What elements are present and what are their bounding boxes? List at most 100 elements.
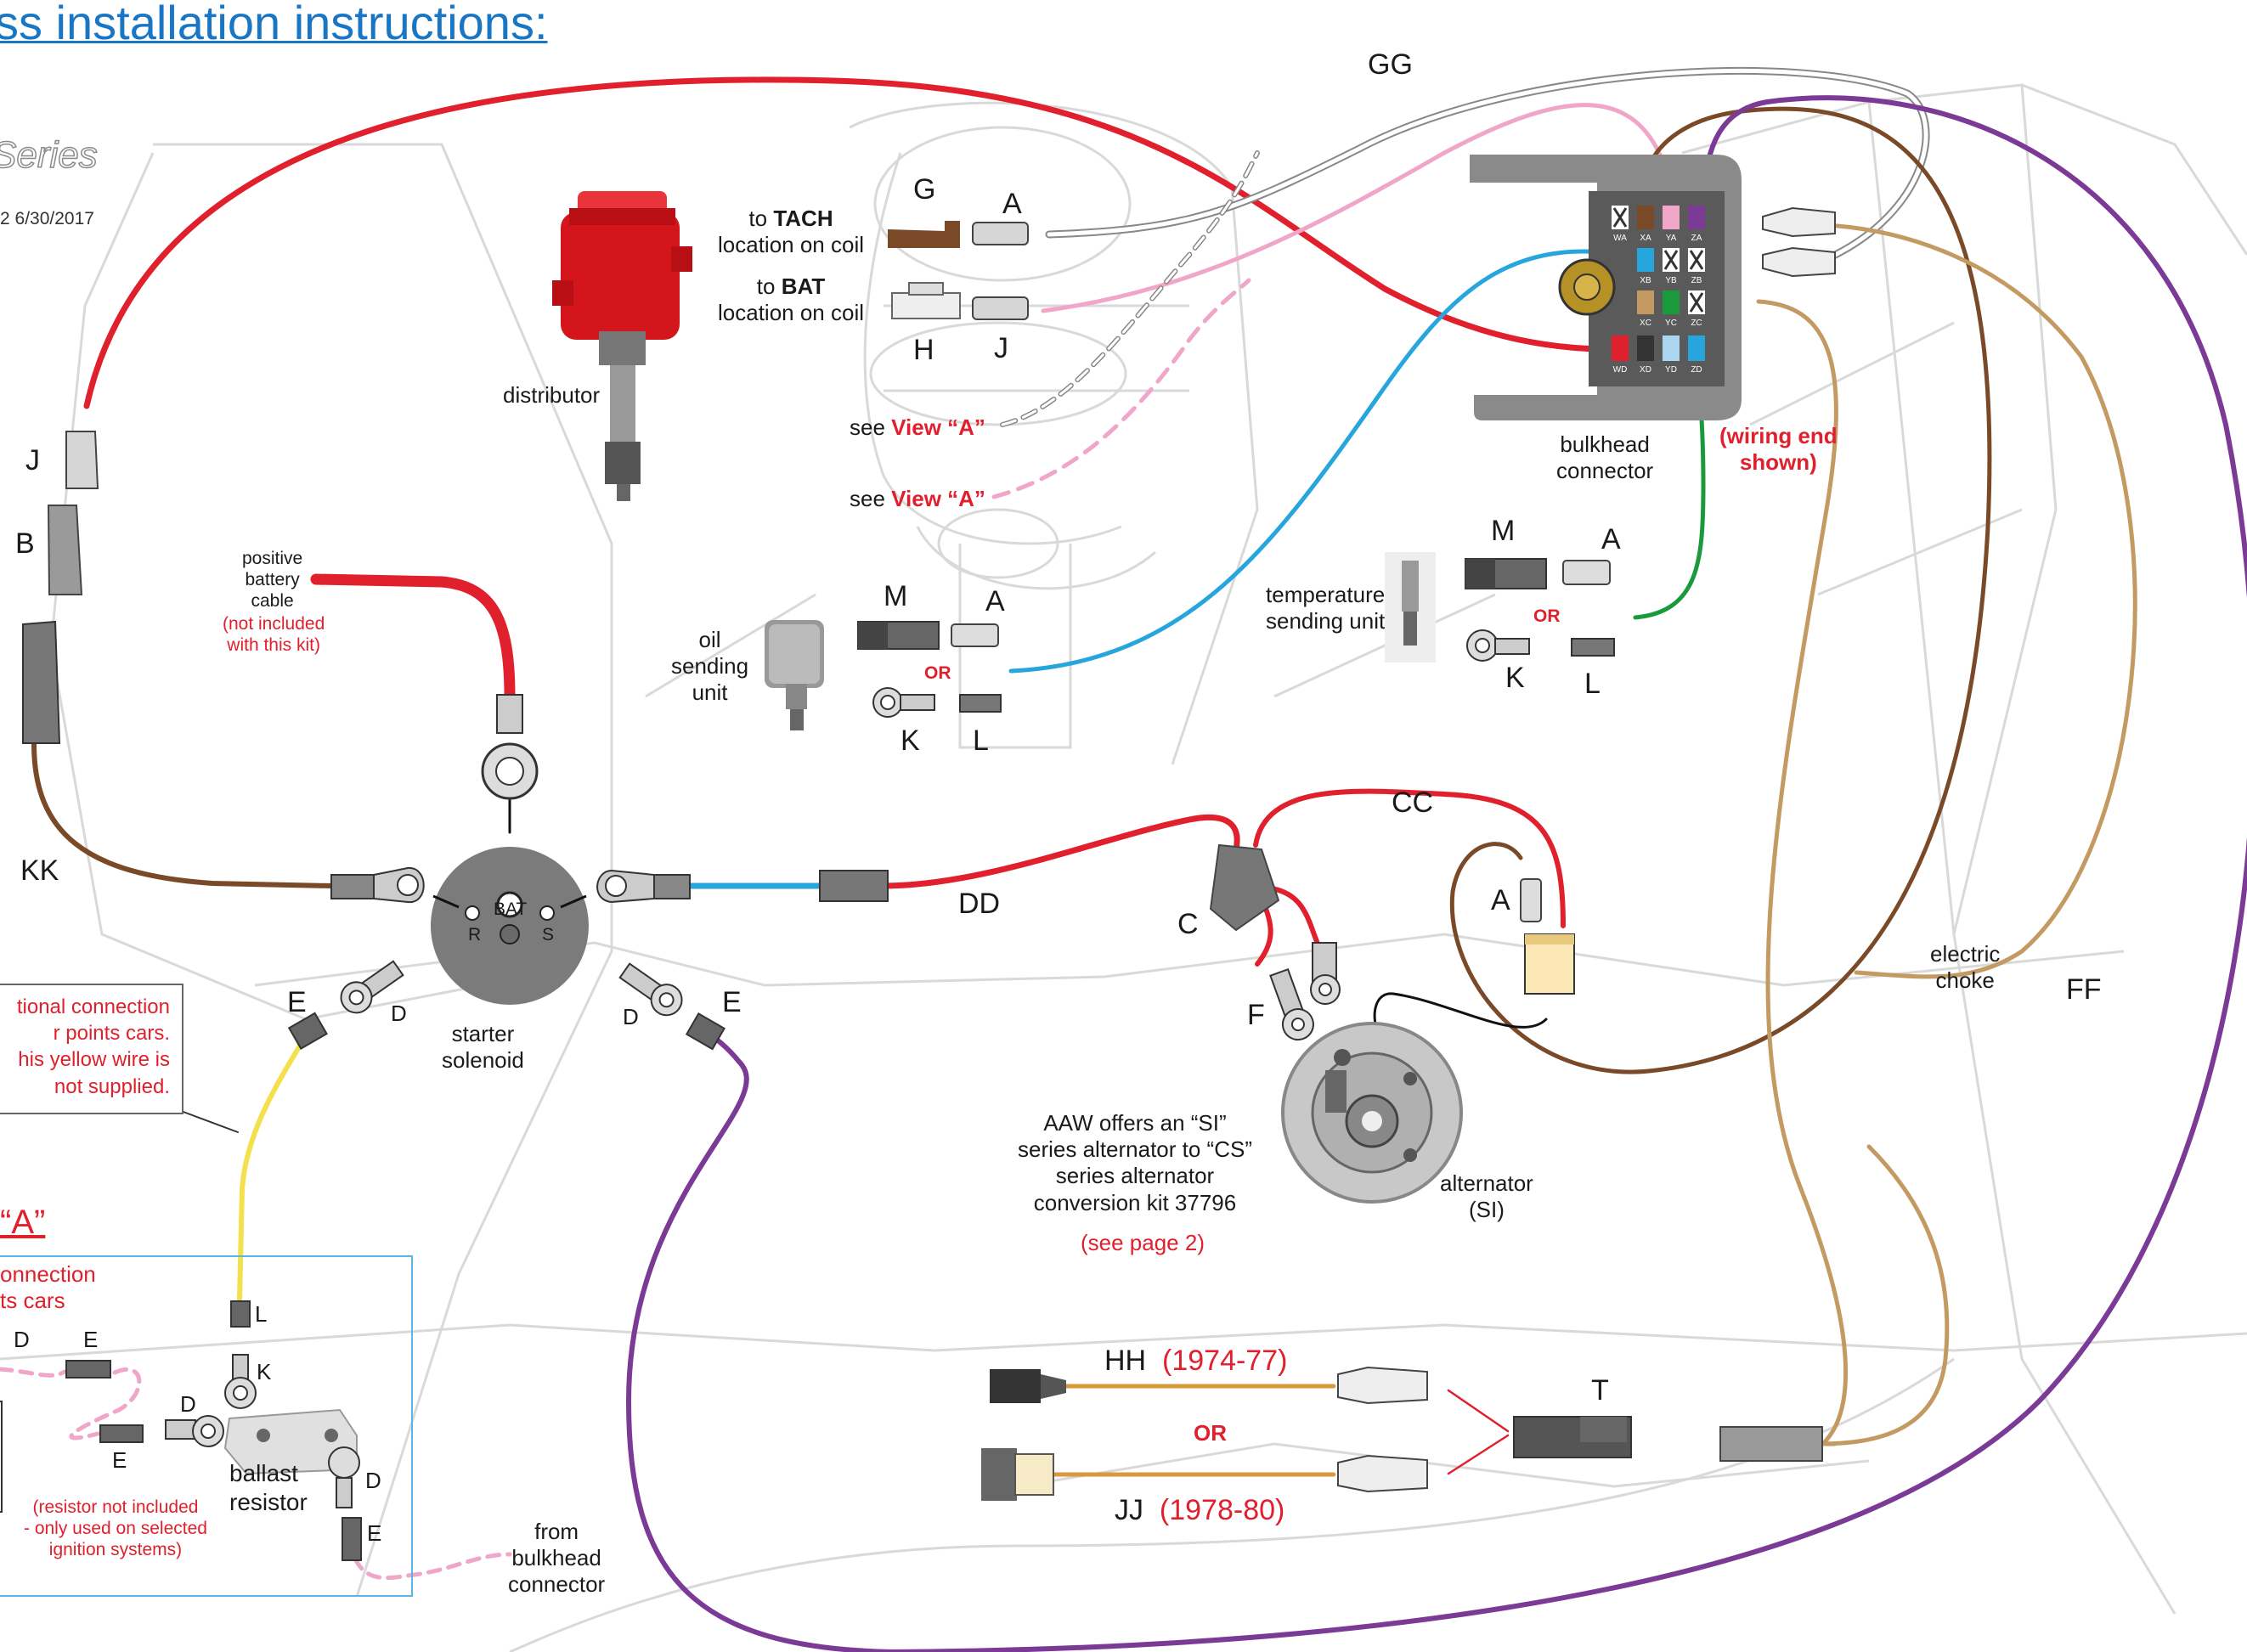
wire-red-cc (1253, 788, 1566, 928)
distributor-art (552, 191, 692, 501)
view-a-dashed-3 (353, 1552, 512, 1581)
harness-art (981, 1366, 1823, 1501)
or-temp: OR (1533, 606, 1561, 626)
bulkhead-art (1470, 155, 1742, 420)
series-title: Series (0, 133, 98, 177)
wire-red-j-bulkhead (83, 76, 1622, 409)
view-a-box (0, 1255, 413, 1597)
label-e-right: E (722, 986, 742, 1018)
bat-post: location on coil (718, 300, 864, 326)
alt-pointer-line (1373, 992, 1548, 1029)
wire-dashed-pink (991, 278, 1251, 499)
label-ff: FF (2066, 973, 2102, 1006)
see-view-a-2[interactable]: see View “A” (850, 486, 985, 512)
bulkhead-pin-yd: YD (1665, 365, 1677, 375)
see-view-a-1[interactable]: see View “A” (850, 414, 985, 441)
label-dd: DD (958, 888, 1001, 920)
doc-date: 2 6/30/2017 (0, 209, 94, 228)
solenoid-r: R (468, 925, 482, 944)
view-a-l: L (255, 1301, 268, 1327)
wire-battery-cable (310, 573, 516, 702)
wire-red-dd (880, 814, 1240, 889)
see-view-prefix: see (850, 486, 892, 511)
wire-tan-t2 (1815, 1144, 1950, 1446)
wire-gray-gg-b (1047, 69, 1928, 262)
or-harness: OR (1194, 1420, 1227, 1446)
or-oil: OR (924, 663, 951, 683)
bulkhead-pin-yc: YC (1665, 319, 1677, 328)
bulkhead-pin-za: ZA (1691, 234, 1702, 243)
tach-bold: TACH (773, 206, 833, 231)
label-j-left: J (25, 444, 40, 476)
view-a-art (0, 1300, 362, 1561)
bulkhead-pin-zd: ZD (1691, 365, 1702, 375)
label-g: G (913, 173, 936, 206)
aaw-page-link[interactable]: (see page 2) (1081, 1230, 1205, 1255)
label-m-oil: M (884, 580, 908, 612)
wire-tan-t (1756, 299, 1849, 1446)
wire-brown-kk (31, 741, 334, 888)
bulkhead-pin-wd: WD (1613, 365, 1628, 375)
coil-terminals (888, 221, 1029, 320)
hh-name: HH (1104, 1345, 1147, 1377)
label-c: C (1177, 908, 1199, 940)
oil-sender-art (765, 620, 1002, 730)
bat-bold: BAT (781, 273, 826, 299)
bulkhead-pin-xd: XD (1640, 365, 1651, 375)
label-h: H (913, 334, 934, 366)
note-pointer-line (180, 1110, 239, 1133)
view-a-dashed-2 (69, 1367, 142, 1441)
label-k-oil: K (900, 725, 920, 757)
view-a-e3: E (367, 1520, 382, 1546)
tach-pre: to (748, 206, 774, 231)
label-a-oil: A (985, 585, 1005, 617)
label-f: F (1247, 999, 1265, 1031)
bulkhead-side-terminals (1762, 206, 1836, 278)
page-title: ss installation instructions: (0, 0, 548, 49)
label-kk: KK (20, 854, 59, 887)
wires (0, 67, 2247, 1652)
label-l-temp: L (1584, 668, 1601, 700)
bulkhead-pin-zc: ZC (1691, 319, 1702, 328)
t-pointer-bottom (1447, 1434, 1510, 1475)
view-a-dashed-1 (0, 1367, 67, 1378)
view-a-d2: D (180, 1391, 196, 1417)
t-pointer-top (1447, 1389, 1510, 1433)
starter-solenoid-art (287, 694, 889, 1051)
hh-years: (1974-77) (1162, 1345, 1288, 1377)
wire-brown-loop (1449, 106, 1992, 1074)
view-a-link[interactable]: View “A” (891, 414, 985, 440)
label-j-coil: J (994, 332, 1008, 364)
jj-label: JJ (1978-80) (1115, 1493, 1284, 1528)
jj-name: JJ (1115, 1494, 1143, 1526)
label-m-temp: M (1491, 515, 1516, 547)
label-a-alt: A (1491, 884, 1510, 916)
tach-label: to TACH location on coil (718, 206, 864, 258)
bat-label: to BAT location on coil (718, 273, 864, 326)
bulkhead-pin-xa: XA (1640, 234, 1651, 243)
wire-dashed-gray-inner (1001, 151, 1259, 426)
solenoid-s: S (542, 925, 555, 944)
bulkhead-pin-zb: ZB (1691, 276, 1702, 285)
view-a-link[interactable]: View “A” (891, 486, 985, 511)
bulkhead-pin-wa: WA (1613, 234, 1627, 243)
label-d-right: D (623, 1004, 639, 1029)
bulkhead-pin-xc: XC (1640, 319, 1651, 328)
see-view-prefix: see (850, 414, 892, 440)
alternator-label: alternator(SI) (1440, 1170, 1533, 1223)
view-a-k: K (257, 1359, 272, 1384)
view-a-d1: D (14, 1327, 30, 1352)
temp-sender-art (1385, 552, 1615, 662)
alternator-art (1209, 843, 1575, 1204)
